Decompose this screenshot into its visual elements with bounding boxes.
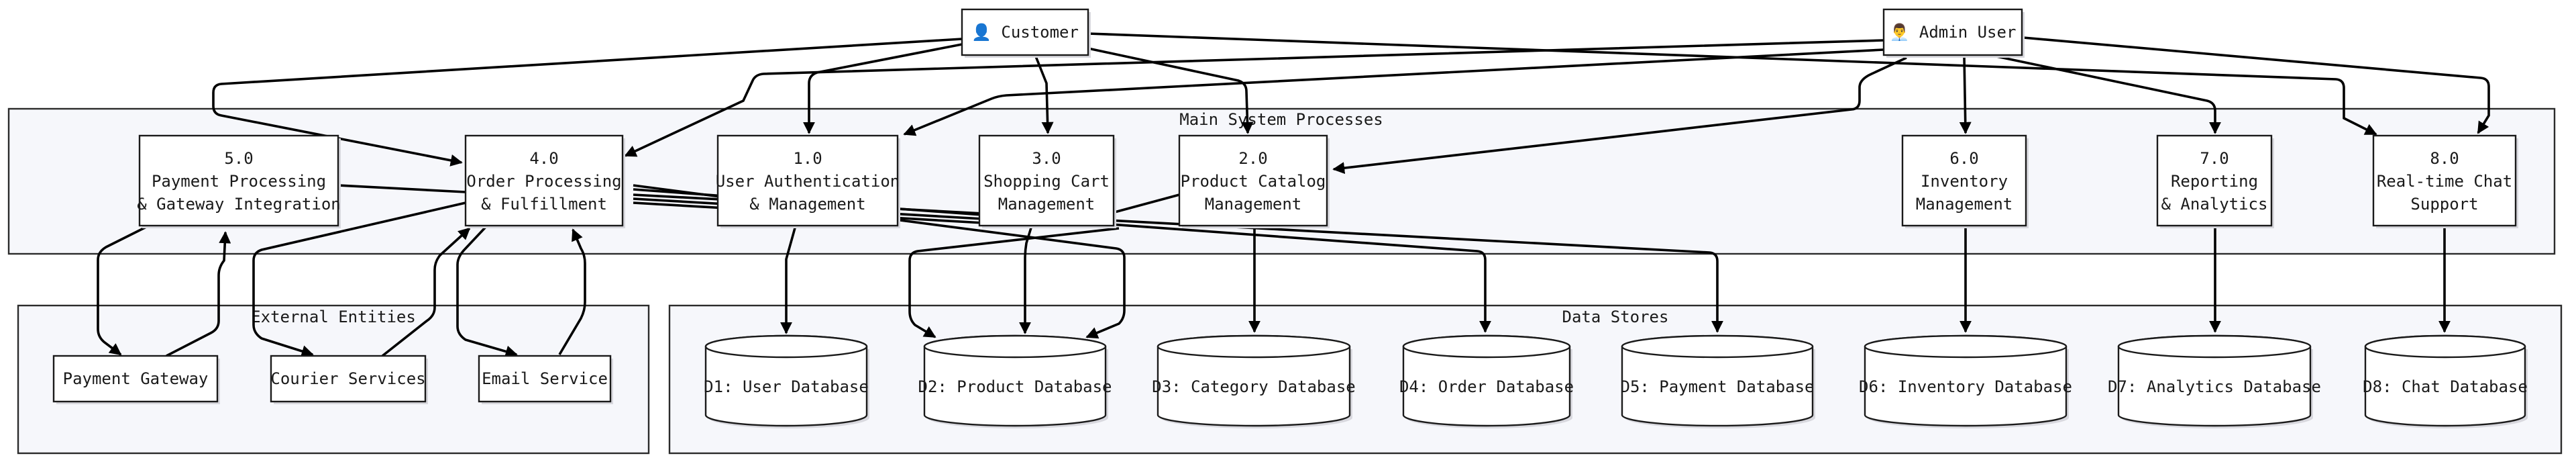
actor-customer[interactable]: 👤 Customer — [961, 8, 1091, 58]
external-courier-services[interactable]: Courier Services — [270, 355, 428, 404]
edge-customer-p4 — [212, 38, 963, 167]
external-entities-title: External Entities — [251, 308, 416, 326]
external-payment-gateway[interactable]: Payment Gateway — [52, 355, 220, 404]
process-5-number: 5.0 — [224, 149, 253, 168]
process-8-chat-support[interactable]: 8.0 Real-time Chat Support — [2372, 134, 2518, 228]
external-email-service[interactable]: Email Service — [478, 355, 613, 404]
edge-p1-d1 — [780, 225, 797, 334]
process-2-product-catalog[interactable]: 2.0 Product Catalog Management — [1178, 134, 1330, 228]
edge-email-p4 — [558, 228, 586, 355]
data-store-d4[interactable]: D4: Order Database — [1399, 334, 1574, 428]
process-7-line2: & Analytics — [2161, 195, 2268, 214]
process-5-payment-processing[interactable]: 5.0 Payment Processing & Gateway Integra… — [137, 134, 341, 228]
edge-p2-d2b — [1109, 193, 1180, 215]
admin-user-label: 👨‍💼 Admin User — [1890, 23, 2017, 42]
edge-p4-d2 — [633, 184, 1126, 339]
edge-admin-p8 — [2023, 36, 2490, 134]
process-4-line2: & Fulfillment — [481, 195, 607, 214]
edge-p4-d4 — [633, 188, 1491, 333]
edge-p3-d2b — [908, 227, 1120, 338]
data-store-d6[interactable]: D6: Inventory Database — [1859, 334, 2072, 428]
edge-admin-p2 — [1332, 56, 1907, 175]
data-store-d4-label: D4: Order Database — [1399, 377, 1574, 396]
process-2-number: 2.0 — [1238, 149, 1267, 168]
data-store-d8[interactable]: D8: Chat Database — [2363, 334, 2528, 428]
data-store-d3[interactable]: D3: Category Database — [1152, 334, 1356, 428]
process-6-inventory[interactable]: 6.0 Inventory Management — [1901, 134, 2029, 228]
edge-p4-d5 — [633, 193, 1723, 333]
data-store-cylinders: D1: User Database D2: Product Database D3:… — [704, 334, 2528, 428]
edge-admin-p1 — [903, 48, 1884, 136]
edge-courier-p4 — [381, 227, 471, 357]
edge-p4-email — [456, 224, 518, 358]
process-1-line2: & Management — [749, 195, 865, 214]
data-store-d5-label: D5: Payment Database — [1621, 377, 1815, 396]
process-6-line1: Inventory — [1921, 172, 2008, 191]
data-store-d1-label: D1: User Database — [704, 377, 869, 396]
data-stores-title: Data Stores — [1562, 308, 1669, 326]
data-store-d1[interactable]: D1: User Database — [704, 334, 869, 428]
process-2-line1: Product Catalog — [1181, 172, 1326, 191]
process-3-line2: Management — [998, 195, 1095, 214]
edge-customer-p8 — [1087, 32, 2377, 136]
edges — [97, 32, 2490, 358]
data-store-d2-label: D2: Product Database — [918, 377, 1112, 396]
process-4-order-processing[interactable]: 4.0 Order Processing & Fulfillment — [464, 134, 625, 228]
process-2-line2: Management — [1205, 195, 1302, 214]
edge-customer-p2 — [1087, 47, 1254, 134]
edge-admin-p7 — [1996, 55, 2221, 134]
process-8-line2: Support — [2410, 195, 2478, 214]
courier-services-label: Courier Services — [270, 369, 425, 388]
data-store-d2[interactable]: D2: Product Database — [918, 334, 1112, 428]
edge-admin-p4 — [624, 39, 1884, 157]
edge-p5-payment-gateway — [97, 226, 147, 356]
process-8-number: 8.0 — [2430, 149, 2459, 168]
process-3-line1: Shopping Cart — [983, 172, 1110, 191]
process-1-number: 1.0 — [793, 149, 822, 168]
process-4-number: 4.0 — [529, 149, 558, 168]
edge-payment-gateway-p5 — [166, 231, 231, 357]
process-7-number: 7.0 — [2200, 149, 2229, 168]
main-processes-title: Main System Processes — [1179, 110, 1383, 129]
customer-label: 👤 Customer — [971, 23, 1079, 42]
process-5-line1: Payment Processing — [152, 172, 326, 191]
process-7-reporting[interactable]: 7.0 Reporting & Analytics — [2156, 134, 2274, 228]
process-1-user-authentication[interactable]: 1.0 User Authentication & Management — [716, 134, 900, 228]
process-8-line1: Real-time Chat — [2377, 172, 2512, 191]
data-store-d7-label: D7: Analytics Database — [2108, 377, 2321, 396]
process-3-shopping-cart[interactable]: 3.0 Shopping Cart Management — [978, 134, 1116, 228]
process-4-line1: Order Processing — [466, 172, 621, 191]
process-5-line2: & Gateway Integration — [137, 195, 340, 214]
edge-p5-p4-link — [337, 184, 466, 193]
edge-admin-p6 — [1959, 56, 1972, 134]
actor-admin-user[interactable]: 👨‍💼 Admin User — [1882, 8, 2025, 58]
edge-p4-courier — [252, 201, 466, 357]
process-6-number: 6.0 — [1949, 149, 1978, 168]
process-1-line1: User Authentication — [716, 172, 900, 191]
payment-gateway-label: Payment Gateway — [63, 369, 209, 388]
email-service-label: Email Service — [482, 369, 608, 388]
data-store-d3-label: D3: Category Database — [1152, 377, 1355, 396]
edge-p3-d2 — [1019, 225, 1033, 334]
data-store-d5[interactable]: D5: Payment Database — [1621, 334, 1815, 428]
process-6-line2: Management — [1916, 195, 2013, 214]
data-store-d7[interactable]: D7: Analytics Database — [2108, 334, 2321, 428]
process-7-line1: Reporting — [2171, 172, 2258, 191]
process-3-number: 3.0 — [1032, 149, 1061, 168]
data-store-d6-label: D6: Inventory Database — [1859, 377, 2072, 396]
data-store-d8-label: D8: Chat Database — [2363, 377, 2528, 396]
